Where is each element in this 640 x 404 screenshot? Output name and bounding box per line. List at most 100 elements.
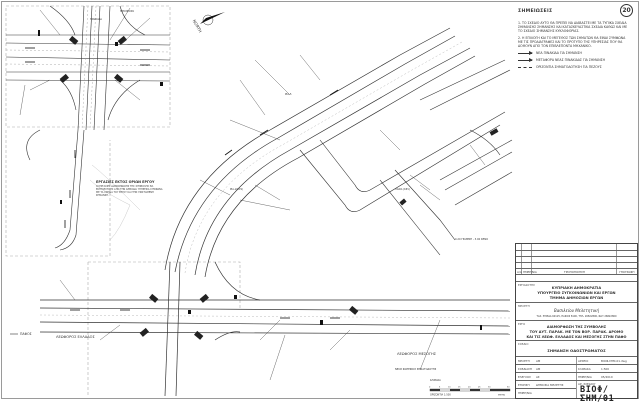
callout-label: ΝΕΟΣ ΦΩΤΕΙΝΟΣ ΣΗΜΑΤΟΔΟΤΗΣ <box>395 367 437 371</box>
nw-crosswalks <box>59 35 127 83</box>
nw-lane-lines <box>5 5 171 131</box>
legend-item: ΜΕΤΑΦΟΡΑ ΝΕΑΣ ΠΙΝΑΚΙΔΑΣ ΓΙΑ ΣΗΜΑΝΣΗ <box>518 58 630 62</box>
north-label: NORTH <box>192 19 203 34</box>
se-branch-road <box>299 59 511 256</box>
scale-tick: 0 <box>429 387 431 389</box>
west-road-south <box>26 129 85 251</box>
out-of-scope-outline <box>89 164 141 241</box>
consultant-label: ΜΕΛΕΤΗ <box>518 304 530 308</box>
drawing-title-section: ΣΧΕΔΙΟ ΣΗΜΑΝΣΗ ΟΔΟΣΤΡΩΜΑΤΟΣ <box>516 340 637 357</box>
field-label: ΑΡΧΕΙΟ <box>578 359 589 363</box>
project-line: ΔΙΑΜΟΡΦΩΣΗ ΤΗΣ ΣΥΜΒΟΛΗΣ <box>546 325 607 329</box>
north-arrow-icon <box>200 12 225 26</box>
arrow-symbol-icon <box>518 51 533 55</box>
field-label: ΑΡ. ΣΧΕΔΙΟΥ <box>578 382 596 386</box>
scale-tick: 25 <box>478 387 481 389</box>
revision-col-date: ΗΜΕΡ/ΝΙΑ <box>523 270 537 274</box>
street-label-ellados: ΛΕΩΦΟΡΟΣ ΕΛΛΑΔΟΣ <box>56 335 95 339</box>
legend-label: ΝΕΑ ΠΙΝΑΚΙΔΑ ΓΙΑ ΣΗΜΑΝΣΗ <box>536 51 582 55</box>
project-boundary <box>5 5 241 396</box>
note-item: 2. Η ΕΠΙΛΟΓΗ ΚΑΙ ΤΟ ΜΕΓΕΘΟΣ ΤΩΝ ΣΗΜΑΤΩΝ … <box>518 36 626 48</box>
client-label: ΕΡΓΟΔΟΤΗΣ <box>518 283 535 287</box>
field-label: ΜΕΛΕΤΗ <box>518 359 530 363</box>
south-avenue-lanes <box>39 314 511 319</box>
field-value: ΔΗΜΟΣΙΑ ΜΕΛΕΤΗΣ <box>536 383 564 387</box>
out-of-scope-note: ΟΙ ΕΡΓΑΣΙΕΣ ΔΙΑΜΟΡΦΩΣΗΣ ΤΗΣ ΣΥΜΒΟΛΗΣ ΘΑ … <box>96 185 162 197</box>
scale-tick: 15 <box>458 387 461 389</box>
note-item: 1. ΤΟ ΣΧΕΔΙΟ ΑΥΤΟ ΘΑ ΠΡΕΠΕΙ ΝΑ ΔΙΑΒΑΣΤΕΙ… <box>518 21 628 33</box>
east-road <box>439 129 513 206</box>
client-line: ΚΥΠΡΙΑΚΗ ΔΗΜΟΚΡΑΤΙΑ <box>551 286 602 290</box>
legend-label: ΟΡΙΖΟΝΤΙΑ ΣΗΜΑΤΟΔΟΤΗΣΗ ΓΙΑ ΠΕΖΟΥΣ <box>536 65 602 69</box>
client-line: ΤΜΗΜΑ ΔΗΜΟΣΙΩΝ ΕΡΓΩΝ <box>549 296 604 300</box>
sheet-number: 20 <box>620 4 633 17</box>
field-value: 1:500 <box>601 367 610 371</box>
field-row: ΜΕΛΕΤΗ ΑΜ ΑΡΧΕΙΟ ΒΙΟΦ-ΣΗΜ-01.dwg <box>516 356 637 365</box>
legend-label: ΜΕΤΑΦΟΡΑ ΝΕΑΣ ΠΙΝΑΚΙΔΑΣ ΓΙΑ ΣΗΜΑΝΣΗ <box>536 58 605 62</box>
scale-bar-ticks: 0 5 10 15 20 25 30 50 <box>429 387 510 389</box>
revision-col-no: Α/Α <box>517 270 522 274</box>
scale-tick: 5 <box>439 387 441 389</box>
field-label: ΗΜΕΡ/ΝΙΑ <box>518 391 532 395</box>
title-block: Α/Α ΗΜΕΡ/ΝΙΑ ΤΡΟΠΟΠΟΙΗΣΗ ΥΠΟΓΡΑΦΗ ΕΡΓΟΔΟ… <box>515 243 638 404</box>
lane-arrows <box>25 47 340 319</box>
field-value: ΑΜ <box>536 359 541 363</box>
scale-tick: 30 <box>488 387 491 389</box>
street-label-mesogis: ΛΕΩΦΟΡΟΣ ΜΕΣΟΓΗΣ <box>397 352 437 356</box>
field-label: ΣΧΕΔΙΑΣΗ <box>518 367 532 371</box>
project-line: ΤΟΥ ΔΥΤ. ΠΑΡΑΚ. ΜΕ ΤΟΝ ΒΟΡ. ΠΑΡΑΚ. ΔΡΟΜΟ <box>529 330 624 334</box>
revision-col-change: ΤΡΟΠΟΠΟΙΗΣΗ <box>564 270 586 274</box>
legend-item: ΟΡΙΖΟΝΤΙΑ ΣΗΜΑΤΟΔΟΤΗΣΗ ΓΙΑ ΠΕΖΟΥΣ <box>518 65 630 69</box>
drawing-title: ΣΗΜΑΝΣΗ ΟΔΟΣΤΡΩΜΑΤΟΣ <box>547 348 606 353</box>
drawing-label: ΣΧΕΔΙΟ <box>518 342 529 346</box>
scale-tick: 10 <box>448 387 451 389</box>
callout-label: 0.20 ΓΡΑΜΜΗ - 3.00 ΚΕΝΟ <box>455 237 488 241</box>
field-value: ΒΙΟΦ-ΣΗΜ-01.dwg <box>601 359 627 363</box>
callout-label: ΡΙΑ-5 <box>285 92 292 96</box>
field-row: ΕΛΕΓΧΟΣ ΑΣ ΗΜΕΡ/ΝΙΑ 05/2010 <box>516 372 637 381</box>
field-row: ΣΧΕΔΙΑΣΗ ΑΜ ΚΛΙΜΑΚΑ 1:500 <box>516 364 637 373</box>
scale-bar-title: ΚΛΙΜΑΚΑ <box>430 379 441 382</box>
callout-label: ΠΙΝΑΚΙΔΑ <box>90 17 102 21</box>
main-diagonal-road <box>164 27 476 278</box>
notes-panel: 20 ΣΗΜΕΙΩΣΕΙΣ 1. ΤΟ ΣΧΕΔΙΟ ΑΥΤΟ ΘΑ ΠΡΕΠΕ… <box>515 3 637 83</box>
revision-header: Α/Α ΗΜΕΡ/ΝΙΑ ΤΡΟΠΟΠΟΙΗΣΗ ΥΠΟΓΡΑΦΗ <box>516 268 637 274</box>
out-of-scope-title: ΕΡΓΑΣΙΕΣ ΕΚΤΟΣ ΟΡΙΩΝ ΕΡΓΟΥ <box>96 180 155 184</box>
south-crosswalks <box>139 128 499 340</box>
scale-tick: 20 <box>468 387 471 389</box>
callout-label: ΡΙΑ-2(ΚΡ1) <box>230 187 243 191</box>
legend-item: ΝΕΑ ΠΙΝΑΚΙΔΑ ΓΙΑ ΣΗΜΑΝΣΗ <box>518 51 630 55</box>
field-value: ΑΜ <box>536 367 541 371</box>
callout-leaders <box>19 7 486 381</box>
revision-col-sign: ΥΠΟΓΡΑΦΗ <box>619 270 635 274</box>
drawing-number: ΒΙΟΦ/ΣΗΜ/01 <box>580 385 615 404</box>
callout-label: ΠΡΟΣΦΟΡΑ <box>120 9 134 13</box>
client-line: ΥΠΟΥΡΓΕΙΟ ΣΥΓΚΟΙΝΩΝΙΩΝ ΚΑΙ ΕΡΓΩΝ <box>537 291 616 295</box>
project-label: ΕΡΓΟ <box>518 322 526 326</box>
main-road-lanes <box>184 41 463 274</box>
consultant-address: ΤΑΧ. ΘΥΡΙΔΑ 60125, ΠΑΦΟΣ 8100, ΤΗΛ. 2682… <box>536 315 617 318</box>
field-row: ΕΓΚΡΙΣΗ ΔΗΜΟΣΙΑ ΜΕΛΕΤΗΣ ΑΡ. ΣΧΕΔΙΟΥ ΒΙΟΦ… <box>516 380 637 404</box>
field-label: ΕΓΚΡΙΣΗ <box>518 383 530 387</box>
scale-tick: 50 <box>507 387 510 389</box>
field-value: 05/2010 <box>601 375 613 379</box>
traffic-signs <box>38 30 482 330</box>
field-label: ΚΛΙΜΑΚΑ <box>578 367 591 371</box>
field-value: ΑΣ <box>536 375 540 379</box>
project-line: ΚΑΙ ΤΙΣ ΛΕΩΦ. ΕΛΛΑΔΟΣ ΚΑΙ ΜΕΣΟΓΗΣ ΣΤΗΝ Π… <box>526 335 627 339</box>
callout-label: ΠΑΚΟ-(ΚΡ1) <box>395 187 410 191</box>
field-label: ΗΜΕΡ/ΝΙΑ <box>578 375 592 379</box>
dashed-line-symbol-icon <box>518 66 532 68</box>
scale-bar <box>429 388 511 392</box>
field-label: ΕΛΕΓΧΟΣ <box>518 375 531 379</box>
arrow-symbol-icon <box>518 58 533 62</box>
project-section: ΕΡΓΟ ΔΙΑΜΟΡΦΩΣΗ ΤΗΣ ΣΥΜΒΟΛΗΣ ΤΟΥ ΔΥΤ. ΠΑ… <box>516 320 637 341</box>
south-avenue <box>39 261 511 397</box>
field-row: ΗΜΕΡ/ΝΙΑ <box>516 388 576 398</box>
consultant-section: ΜΕΛΕΤΗ Βασιλείου Μελετητική ΤΑΧ. ΘΥΡΙΔΑ … <box>516 302 637 321</box>
scale-bar-unit: ΜΕΤΡΑ <box>498 394 505 397</box>
consultant-name: Βασιλείου Μελετητική <box>554 308 599 313</box>
